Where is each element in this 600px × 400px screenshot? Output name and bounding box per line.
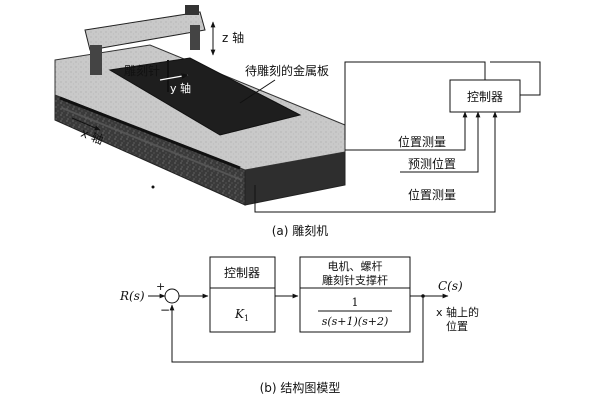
signal-label-2: 预测位置: [408, 156, 456, 171]
signal-label-1: 位置测量: [398, 134, 446, 149]
gain-symbol: K1: [234, 307, 249, 323]
minus-sign: −: [160, 303, 170, 317]
input-label: R(s): [119, 289, 145, 303]
controller-block-title: 控制器: [224, 266, 260, 280]
needle-label: 雕刻针: [124, 63, 160, 78]
signal-line-1: [345, 111, 468, 151]
gantry-post-left: [90, 45, 102, 75]
summing-junction: [164, 288, 180, 304]
signal-label-3: 位置测量: [408, 187, 456, 202]
gantry-beam: [84, 11, 206, 51]
gantry-post-right: [190, 25, 200, 50]
metal-plate: [108, 57, 302, 136]
y-axis-arrow: [159, 73, 189, 81]
plus-sign: +: [156, 280, 165, 293]
gantry-top-cap: [185, 5, 199, 15]
controller-block: [209, 256, 276, 333]
output-desc-2: 位置: [446, 319, 468, 333]
output-desc-1: x 轴上的: [436, 305, 479, 319]
plant-title-1: 电机、螺杆: [328, 259, 383, 273]
feedback-path: [169, 296, 424, 363]
caption-a: (a) 雕刻机: [272, 223, 329, 238]
speck: [151, 185, 155, 189]
machine-controller-label: 控制器: [467, 90, 503, 104]
plant-title-2: 雕刻针支撑杆: [322, 273, 388, 287]
x-rail: [59, 96, 241, 170]
z-axis-label: z 轴: [222, 30, 244, 45]
tf-numerator: 1: [352, 296, 359, 309]
y-axis-label: y 轴: [170, 81, 191, 95]
controller-output-wire-right: [490, 61, 541, 96]
caption-b: (b) 结构图模型: [260, 380, 341, 395]
plate-label: 待雕刻的金属板: [245, 63, 329, 78]
plate-leader: [239, 79, 276, 104]
signal-line-3: [254, 111, 498, 213]
machine-illustration: [54, 5, 346, 206]
x-axis-arrow: [71, 117, 101, 131]
signal-line-2: [400, 111, 481, 173]
output-label: C(s): [438, 279, 463, 293]
gain-subscript: 1: [244, 314, 249, 323]
plant-block: [299, 256, 411, 333]
x-rail-2: [61, 107, 243, 181]
tf-denominator: s(s+1)(s+2): [322, 315, 389, 328]
controller-output-wire-top: [344, 61, 486, 140]
